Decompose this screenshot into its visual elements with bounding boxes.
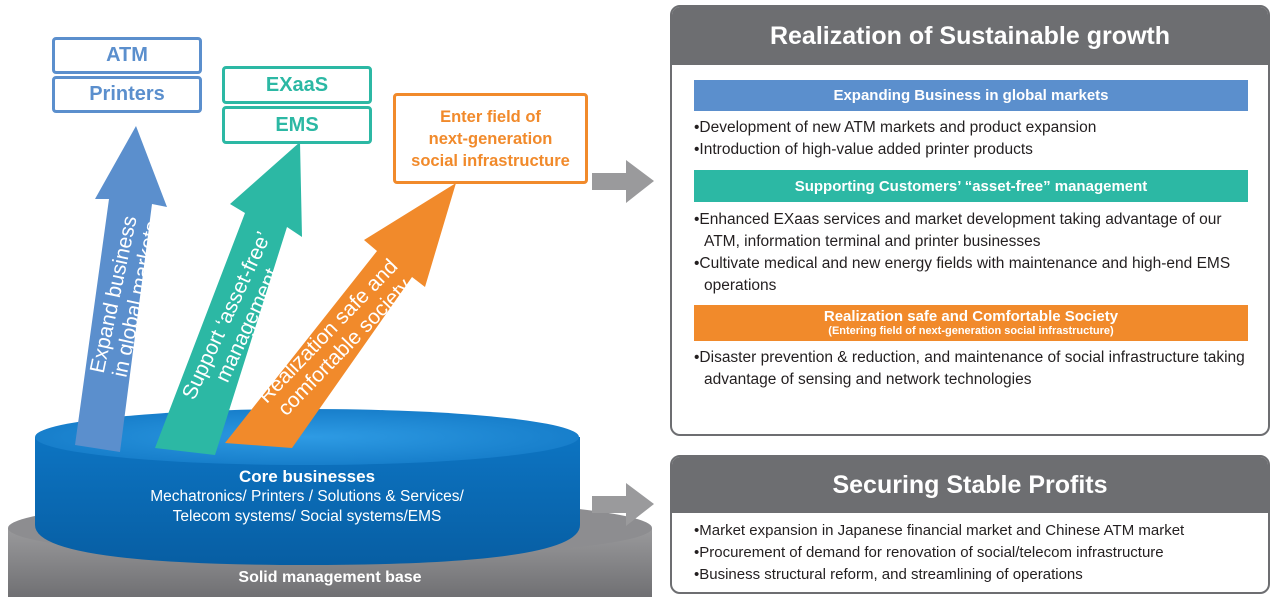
foundation-label: Solid management base [238,569,422,586]
core-businesses-line-2: Telecom systems/ Social systems/EMS [172,508,442,525]
profits-bullet-2: •Procurement of demand for renovation of… [694,544,1164,561]
profits-bullet-1: •Market expansion in Japanese financial … [694,522,1185,539]
sustainable-growth-panel: Realization of Sustainable growth Expand… [670,5,1270,436]
teal-arrow [155,142,302,455]
asset-free-bullet-1: •Enhanced EXaas services and market deve… [694,211,1222,250]
safe-society-subheading-text: (Entering field of next-generation socia… [828,325,1114,337]
global-bullet-2: •Introduction of high-value added printe… [694,141,1033,158]
orange-goal-line-1: Enter field of [440,107,541,126]
growth-diagram [8,126,654,597]
orange-goal-line-3: social infrastructure [411,151,570,170]
global-markets-heading: Expanding Business in global markets [694,80,1248,111]
printers-label: Printers [89,83,165,105]
stable-profits-title: Securing Stable Profits [672,457,1268,513]
ems-goal-box: EMS [222,106,372,144]
asset-free-heading: Supporting Customers’ “asset-free” manag… [694,170,1248,202]
profits-bullet-3: •Business structural reform, and streaml… [694,566,1083,583]
safe-society-heading: Realization safe and Comfortable Society… [694,305,1248,341]
core-businesses-text: Core businesses Mechatronics/ Printers /… [60,466,554,527]
profits-transition-arrow [592,483,654,526]
atm-goal-box: ATM [52,37,202,74]
global-markets-heading-text: Expanding Business in global markets [833,87,1109,104]
orange-arrow [225,183,456,448]
stable-profits-panel: Securing Stable Profits •Market expansio… [670,455,1270,594]
ems-label: EMS [275,113,319,136]
core-businesses-title: Core businesses [238,467,376,486]
orange-goal-line-2: next-generation [428,129,553,148]
core-businesses-line-1: Mechatronics/ Printers / Solutions & Ser… [150,488,464,505]
social-infrastructure-goal-box: Enter field of next-generation social in… [393,93,588,184]
blue-arrow [75,126,167,452]
growth-transition-arrow [592,160,654,203]
safe-society-heading-text: Realization safe and Comfortable Society [823,308,1119,325]
exaas-label: EXaaS [265,73,329,96]
asset-free-bullet-2: •Cultivate medical and new energy fields… [694,255,1231,294]
atm-label: ATM [106,44,148,66]
asset-free-heading-text: Supporting Customers’ “asset-free” manag… [794,177,1148,195]
safe-society-bullet-1: •Disaster prevention & reduction, and ma… [694,349,1245,388]
sustainable-growth-title: Realization of Sustainable growth [672,7,1268,65]
global-bullet-1: •Development of new ATM markets and prod… [694,119,1097,136]
exaas-goal-box: EXaaS [222,66,372,104]
printers-goal-box: Printers [52,76,202,113]
